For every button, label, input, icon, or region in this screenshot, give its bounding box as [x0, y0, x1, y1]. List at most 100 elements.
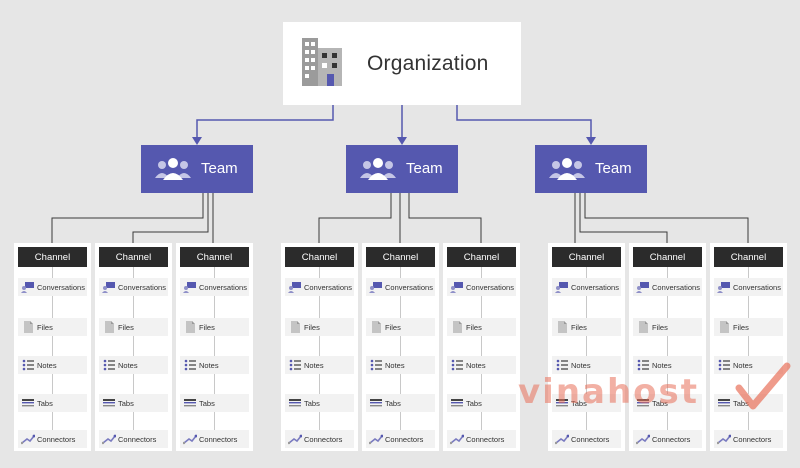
team-channel-line	[132, 193, 209, 247]
arrow-head	[192, 137, 202, 145]
channel-stem-line	[667, 267, 668, 439]
channel-item-label: Tabs	[466, 398, 482, 408]
conversations-icon	[369, 282, 382, 293]
channel-item: Notes	[285, 356, 354, 374]
channel-item-label: Connectors	[37, 434, 76, 444]
channel-item: Tabs	[99, 394, 168, 412]
channel-item-label: Conversations	[652, 282, 700, 292]
channel-item-label: Conversations	[199, 282, 247, 292]
channel-item-label: Notes	[385, 360, 405, 370]
team-node: Team	[535, 145, 647, 193]
channel-item: Notes	[366, 356, 435, 374]
building-icon	[302, 38, 342, 86]
checkmark-icon	[735, 362, 791, 410]
channel-item: Connectors	[552, 430, 621, 448]
file-icon	[372, 321, 381, 333]
connectors-icon	[369, 434, 383, 445]
channel-item-label: Tabs	[37, 398, 53, 408]
channel-item-label: Connectors	[652, 434, 691, 444]
channel-item-label: Files	[37, 322, 53, 332]
watermark-text: vinahost	[518, 372, 700, 412]
channel-item-label: Notes	[652, 360, 672, 370]
tabs-icon	[22, 399, 34, 407]
file-icon	[105, 321, 114, 333]
notes-icon	[22, 359, 34, 371]
file-icon	[24, 321, 33, 333]
channel-header: Channel	[552, 247, 621, 267]
channel-item: Tabs	[18, 394, 87, 412]
notes-icon	[637, 359, 649, 371]
file-icon	[186, 321, 195, 333]
channel-item-label: Conversations	[37, 282, 85, 292]
file-icon	[639, 321, 648, 333]
channel-item: Files	[447, 318, 516, 336]
tabs-icon	[370, 399, 382, 407]
channel-item: Connectors	[180, 430, 249, 448]
channel-item-label: Connectors	[466, 434, 505, 444]
channel-item: Conversations	[285, 278, 354, 296]
tabs-icon	[289, 399, 301, 407]
channel-header: Channel	[366, 247, 435, 267]
channel-item-label: Files	[118, 322, 134, 332]
notes-icon	[289, 359, 301, 371]
channel-item-label: Files	[466, 322, 482, 332]
channel-item-label: Connectors	[385, 434, 424, 444]
notes-icon	[184, 359, 196, 371]
channel-item: Files	[18, 318, 87, 336]
channel-stem-line	[400, 267, 401, 439]
channel-item: Notes	[18, 356, 87, 374]
connectors-icon	[102, 434, 116, 445]
channel-stem-line	[319, 267, 320, 439]
channel-item: Tabs	[366, 394, 435, 412]
conversations-icon	[636, 282, 649, 293]
channel-item: Files	[99, 318, 168, 336]
channel-item: Connectors	[99, 430, 168, 448]
channel-item-label: Conversations	[304, 282, 352, 292]
channel-item: Files	[633, 318, 702, 336]
organization-node: Organization	[283, 22, 521, 105]
channel-item: Notes	[180, 356, 249, 374]
channel-item-label: Tabs	[304, 398, 320, 408]
team-label: Team	[201, 160, 238, 177]
team-channel-line	[318, 193, 392, 247]
channel-header: Channel	[285, 247, 354, 267]
channel-item-label: Connectors	[304, 434, 343, 444]
connectors-icon	[636, 434, 650, 445]
channel-item-label: Conversations	[571, 282, 619, 292]
org-team-arrow	[196, 105, 334, 137]
org-team-arrow	[456, 105, 592, 137]
channel-item: Conversations	[180, 278, 249, 296]
channel-item: Connectors	[366, 430, 435, 448]
tabs-icon	[637, 399, 649, 407]
connectors-icon	[288, 434, 302, 445]
channel-item: Connectors	[447, 430, 516, 448]
channel-item: Tabs	[633, 394, 702, 412]
channel-item-label: Notes	[199, 360, 219, 370]
channel-item-label: Notes	[118, 360, 138, 370]
channel-item-label: Notes	[466, 360, 486, 370]
channel-item-label: Notes	[733, 360, 753, 370]
channel-item: Notes	[99, 356, 168, 374]
channel-item-label: Tabs	[733, 398, 749, 408]
channel-stem-line	[481, 267, 482, 439]
channel-item: Connectors	[285, 430, 354, 448]
file-icon	[558, 321, 567, 333]
file-icon	[720, 321, 729, 333]
channel-item-label: Notes	[571, 360, 591, 370]
channel-item: Tabs	[285, 394, 354, 412]
organization-label: Organization	[367, 52, 489, 75]
channel-item-label: Files	[571, 322, 587, 332]
channel-item-label: Files	[385, 322, 401, 332]
conversations-icon	[288, 282, 301, 293]
connectors-icon	[555, 434, 569, 445]
channel-item-label: Conversations	[466, 282, 514, 292]
channel-header: Channel	[633, 247, 702, 267]
channel-item-label: Files	[652, 322, 668, 332]
channel-item: Tabs	[447, 394, 516, 412]
